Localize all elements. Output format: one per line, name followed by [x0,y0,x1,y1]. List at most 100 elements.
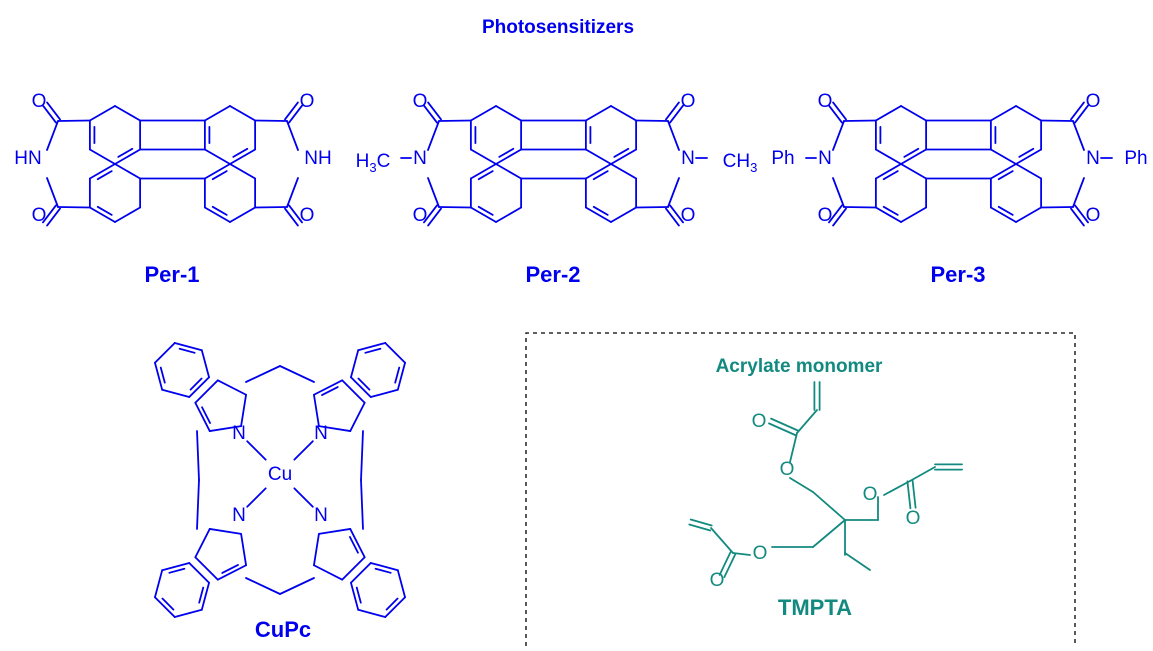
tmpta-structure: Acrylate monomer O O O O O O TMPTA [525,332,1076,646]
ring-bond [208,425,242,432]
ring-bond [114,148,142,165]
bond [46,120,59,151]
bond [46,177,59,208]
double-bond [284,101,299,121]
tmpta-carbonyl-oxygen-top: O [752,411,767,432]
per2-methyl-right: CH3 [723,151,758,175]
ring-bond [369,388,399,398]
double-bond [770,417,799,432]
double-bond [1070,207,1085,227]
ring-bond [1015,163,1043,180]
bond [796,409,818,434]
per1-imide-nh-right: NH [304,148,331,169]
bond [279,365,315,383]
per3-phenyl-left: Ph [771,148,794,169]
ring-bond [161,562,191,572]
ring-bond [584,105,612,122]
coordination-bond [293,487,314,508]
bond [732,552,751,556]
double-bond [1074,204,1089,224]
ring-bond [584,163,612,180]
double-bond [42,204,57,224]
ring-bond [874,206,902,223]
ring-bond [208,528,242,535]
double-bond [1070,101,1085,121]
ring-bond [88,206,116,223]
ring-bond [584,206,612,223]
ring-bond [469,105,497,122]
per2-imide-n-right: N [681,148,695,169]
ring-bond [874,163,902,180]
ring-bond [384,596,406,618]
cupc-label: CuPc [255,617,311,642]
ring-bond [88,148,116,165]
cupc-structure: N N N N Cu CuPc [154,342,406,642]
ring-bond [173,608,203,618]
double-bond [46,101,61,121]
figure-title: Photosensitizers [482,17,634,38]
ring-bond [349,401,366,432]
ring-bond [495,206,523,223]
bond [843,119,877,122]
ring-bond [1015,206,1043,223]
per1-oxygen-top-left: O [32,91,47,112]
per3-bonds [805,101,1113,227]
bond [832,120,845,151]
ring-bond [194,528,211,559]
tmpta-carbonyl-oxygen-left: O [710,570,725,591]
bond [883,480,911,496]
aromatic-inner-bond [321,386,339,396]
bond [245,365,281,383]
per2-oxygen-bottom-right: O [681,205,696,226]
bond [245,577,281,595]
ring-bond [350,562,372,584]
coordination-bond [246,440,267,461]
tmpta-ester-oxygen-left: O [753,543,768,564]
ring-bond [469,163,497,180]
ring-bond [900,105,928,122]
ring-bond [584,148,612,165]
per2-oxygen-top-right: O [681,91,696,112]
coordination-bond [246,487,267,508]
bond [789,477,814,493]
aromatic-inner-bond [394,366,401,384]
bond [789,432,798,463]
ring-bond [154,569,164,599]
per3-label: Per-3 [930,262,985,287]
per3-structure: O O O O N N Ph Ph Per-3 [771,91,1147,287]
ring-bond [610,148,638,165]
bond [279,577,315,595]
ring-bond [989,206,1017,223]
double-bond [423,104,438,124]
double-bond [427,101,442,121]
ring-bond [173,342,203,352]
ring-bond [313,564,344,581]
per1-imide-nh-left: HN [14,148,41,169]
aromatic-inner-bond [232,147,249,158]
per2-imide-n-left: N [413,148,427,169]
double-bond [688,523,712,532]
ring-bond [240,393,247,427]
cupc-copper-center: Cu [268,464,292,485]
ring-bond [229,163,257,180]
ring-bond [396,569,406,599]
per3-oxygen-bottom-right: O [1086,205,1101,226]
bond [360,479,364,530]
double-bond [284,207,299,227]
bond [196,430,200,481]
ring-bond [396,361,406,391]
aromatic-inner-bond [364,347,382,354]
tmpta-ester-oxygen-top: O [780,459,795,480]
aromatic-inner-bond [159,366,166,384]
aromatic-inner-bond [385,597,399,611]
double-bond [665,207,680,227]
aromatic-inner-bond [198,586,205,604]
aromatic-inner-bond [997,170,1014,181]
tmpta-bonds [688,381,963,579]
ring-bond [200,349,210,379]
tmpta-label: TMPTA [778,595,852,620]
aromatic-inner-bond [96,170,113,181]
per3-oxygen-top-right: O [1086,91,1101,112]
per2-label: Per-2 [525,262,580,287]
